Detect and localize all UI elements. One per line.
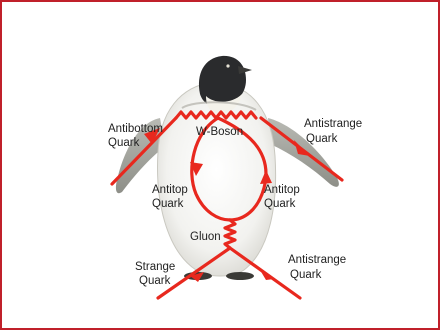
- gluon-label: Gluon: [190, 231, 221, 243]
- antistrange-quark-label-top: Antistrange Quark: [304, 118, 365, 145]
- antistrange-quark-label-bottom: Antistrange Quark: [288, 254, 349, 281]
- w-boson-label: W-Boson: [196, 126, 243, 138]
- strange-quark-label: Strange Quark: [135, 261, 178, 287]
- right-foot: [226, 272, 254, 280]
- arrow-antistrange-bottom: [260, 270, 274, 280]
- penguin-eye: [226, 64, 229, 67]
